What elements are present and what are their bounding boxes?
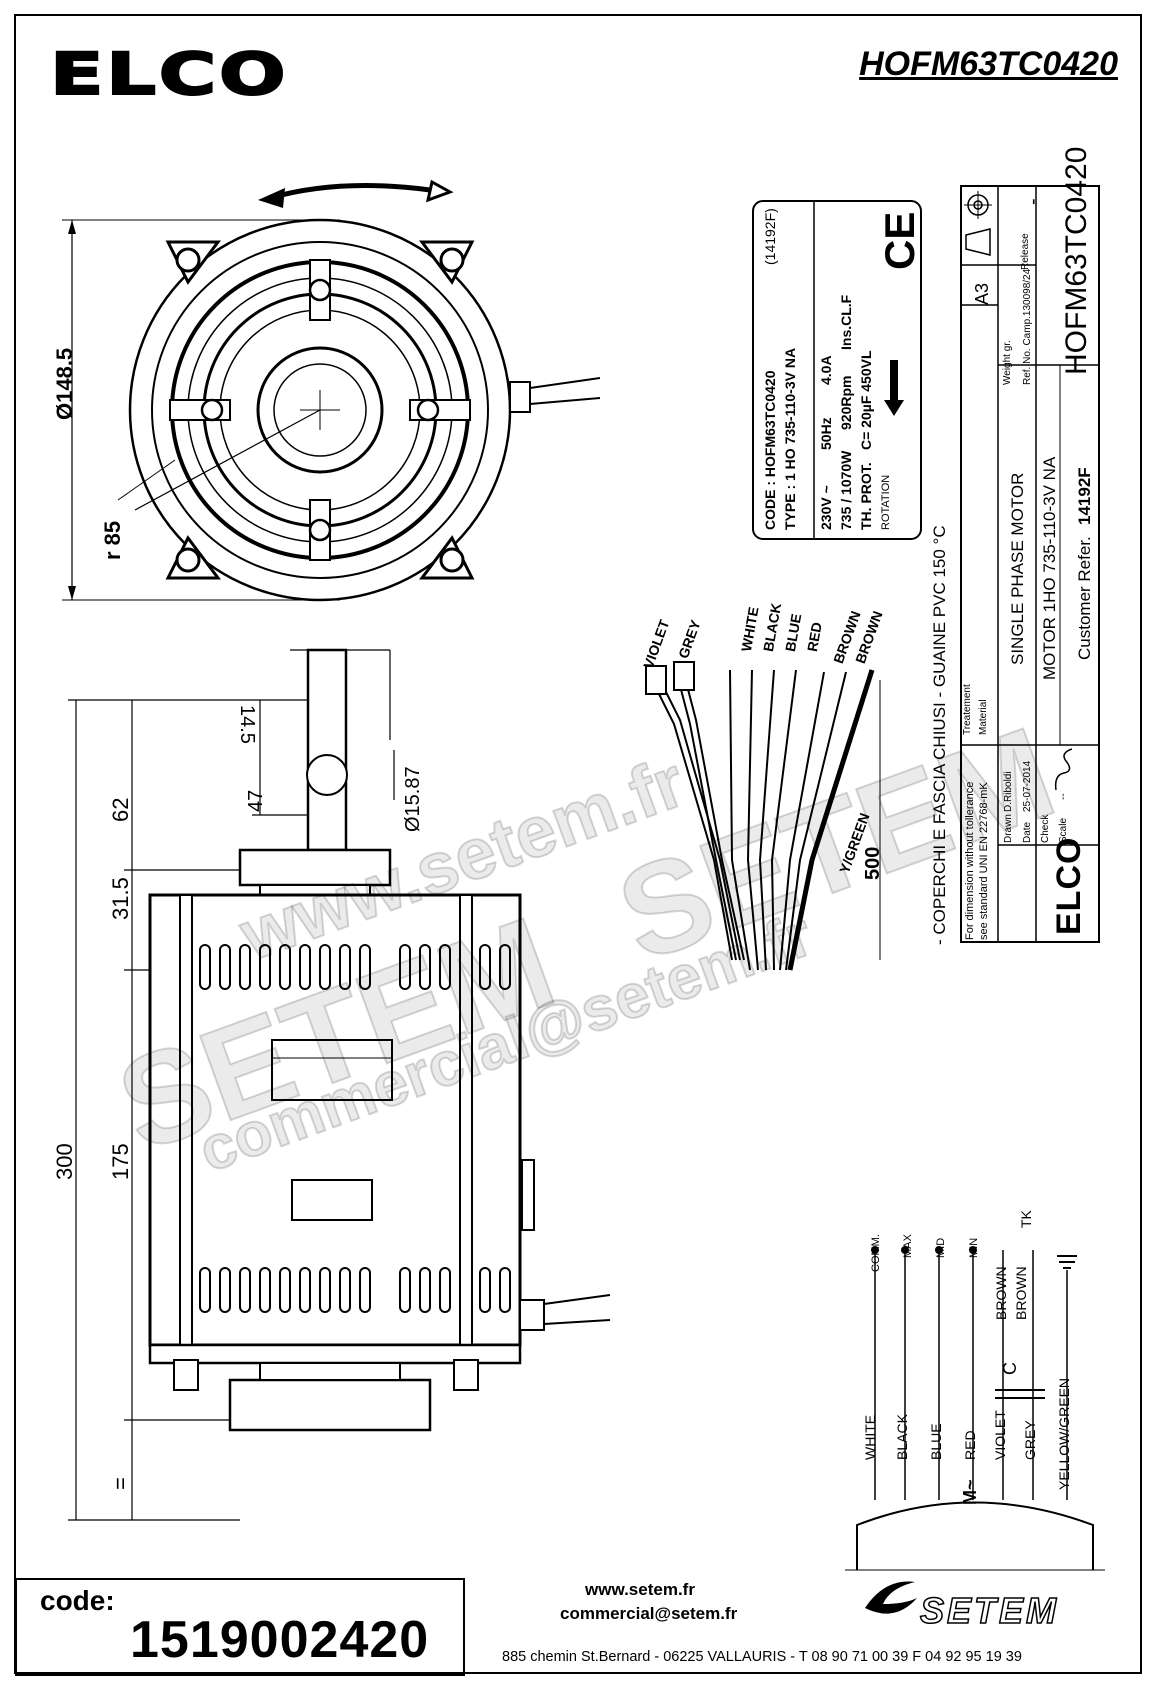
- dim-shaft-length: 62: [108, 797, 133, 822]
- ce-mark: CE: [876, 211, 923, 270]
- front-view-drawing: [62, 179, 600, 602]
- dim-shaft-diameter: Ø15.87: [402, 766, 424, 832]
- wiring-color-black: BLACK: [894, 1414, 910, 1460]
- wiring-min: MIN: [968, 1237, 980, 1258]
- drawing-frame: [14, 14, 1142, 1674]
- wiring-mid: MID: [935, 1237, 947, 1258]
- nameplate-voltage: 230V ~: [818, 485, 834, 530]
- dim-diameter: Ø148.5: [52, 347, 77, 420]
- side-view-drawing: [68, 648, 611, 1521]
- nameplate-type: TYPE : 1 HO 735-110-3V NA: [782, 347, 798, 530]
- sheet-size: A3: [972, 282, 992, 305]
- customer-ref: 14192F: [1075, 467, 1094, 525]
- part-number-title: HOFM63TC0420: [859, 45, 1118, 83]
- rotation-arrow-icon: [884, 360, 904, 416]
- dim-shaft-flat: 47: [245, 789, 267, 812]
- weight-label: Weight gr.: [1002, 340, 1013, 385]
- nameplate-box: [752, 200, 922, 540]
- check-signature: [1054, 748, 1073, 791]
- footer-address: 885 chemin St.Bernard - 06225 VALLAURIS …: [502, 1649, 1022, 1665]
- wiring-color-violet: VIOLET: [992, 1410, 1008, 1460]
- release-label: Release: [1020, 233, 1031, 270]
- wiring-tk-brown-2: BROWN: [1013, 1266, 1029, 1320]
- nameplate-power: 735 / 1070W: [838, 450, 854, 530]
- title-block-frame: [960, 185, 1100, 943]
- customer-label: Customer Refer.: [1075, 536, 1094, 660]
- nameplate-rotation: ROTATION: [880, 474, 892, 530]
- nameplate-frequency: 50Hz: [818, 417, 834, 450]
- wiring-tk-brown-1: BROWN: [993, 1266, 1009, 1320]
- description: SINGLE PHASE MOTOR: [1008, 472, 1027, 665]
- dim-total: 300: [52, 1143, 77, 1180]
- wiring-tk: TK: [1018, 1210, 1034, 1228]
- title-block-part-number: HOFM63TC0420: [1060, 146, 1093, 375]
- code-box: [15, 1578, 465, 1676]
- dim-radius: r 85: [100, 520, 125, 560]
- wiring-color-yellow-green: YELLOW/GREEN: [1056, 1377, 1072, 1490]
- setem-logo: SETEM: [919, 1589, 1060, 1632]
- setem-swirl-icon: [865, 1581, 917, 1614]
- wiring-capacitor: C: [1000, 1362, 1020, 1375]
- nameplate-current: 4.0A: [818, 355, 834, 385]
- title-block-logo: ELCO: [1050, 836, 1088, 935]
- wiring-motor-symbol: M~: [960, 1479, 980, 1505]
- footer-website[interactable]: www.setem.fr: [585, 1580, 695, 1599]
- dim-shaft-top: 14.5: [236, 705, 258, 744]
- wiring-color-white: WHITE: [862, 1414, 878, 1460]
- elco-logo: ELCO: [49, 39, 289, 109]
- wiring-comm: COMM.: [870, 1234, 882, 1272]
- nameplate-code-ref: (14192F): [762, 208, 778, 265]
- wiring-color-grey: GREY: [1022, 1420, 1038, 1460]
- wiring-color-red: RED: [962, 1430, 978, 1460]
- wiring-diagram: [845, 1246, 1105, 1571]
- motor-type: MOTOR 1HO 735-110-3V NA: [1040, 456, 1059, 680]
- wiring-color-blue: BLUE: [928, 1423, 944, 1460]
- nameplate-insulation: Ins.CL.F: [838, 294, 854, 350]
- nameplate-code: CODE : HOFM63TC0420: [762, 370, 778, 530]
- dim-flange: 31.5: [108, 877, 133, 920]
- dim-body: 175: [108, 1143, 133, 1180]
- footer-email[interactable]: commercial@setem.fr: [560, 1604, 738, 1623]
- release-value: -: [1022, 198, 1044, 205]
- lead-wires-drawing: [645, 661, 881, 971]
- wiring-max: MAX: [902, 1234, 914, 1258]
- nameplate-capacitor: C= 20µF 450VL: [858, 350, 874, 450]
- ref-label: Ref. No. Camp.130098/24: [1022, 268, 1033, 385]
- nameplate-thermal: TH. PROT.: [858, 462, 874, 530]
- code-label: code:: [40, 1585, 115, 1616]
- dim-bottom: =: [108, 1477, 133, 1490]
- nameplate-rpm: 920Rpm: [838, 375, 854, 430]
- code-value: 1519002420: [130, 1611, 430, 1669]
- footer-contact: www.setem.fr commercial@setem.fr: [560, 1578, 738, 1626]
